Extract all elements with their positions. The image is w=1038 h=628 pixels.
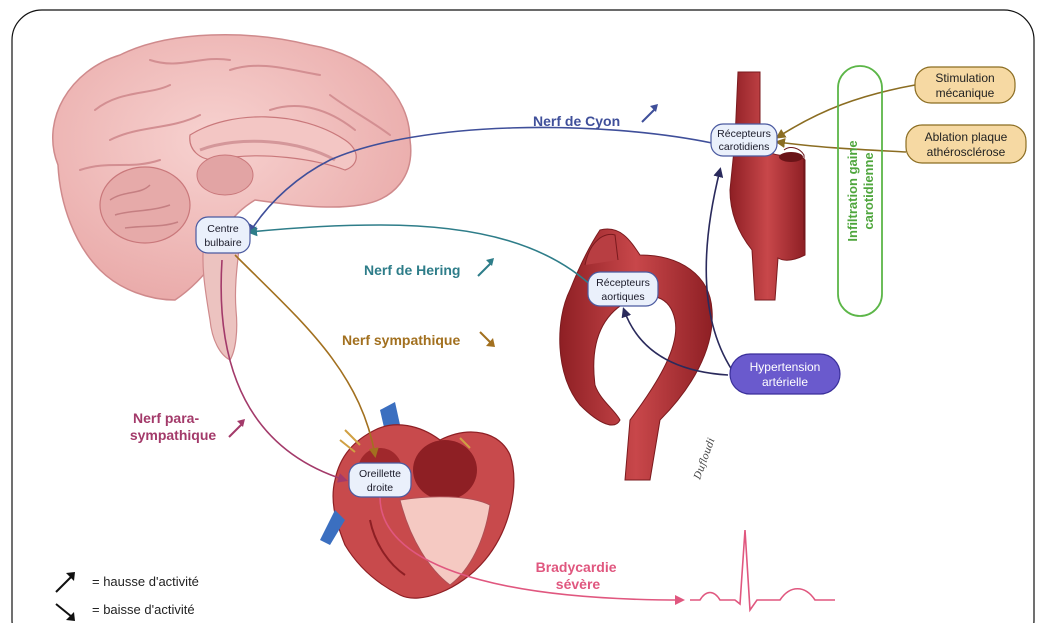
bradycardie-line2: sévère (556, 576, 601, 592)
parasympathique-up-arrow-icon (229, 419, 245, 437)
legend: = hausse d'activité = baisse d'activité (56, 572, 199, 621)
ablation-line2: athérosclérose (927, 145, 1006, 159)
nerf-sympathique-path (235, 255, 375, 455)
recepteurs-aortiques-line1: Récepteurs (596, 277, 650, 289)
brain-illustration (53, 35, 411, 360)
nerf-parasympathique-path (221, 260, 345, 480)
recepteurs-aortiques-node: Récepteurs aortiques (588, 272, 658, 306)
legend-down-label: = baisse d'activité (92, 602, 195, 617)
stimulation-path (778, 85, 915, 137)
signature: Dufloudi (692, 437, 717, 482)
infiltration-line2: carotidienne (861, 152, 876, 229)
nerf-cyon-label: Nerf de Cyon (533, 113, 620, 129)
oreillette-droite-line2: droite (367, 482, 393, 494)
hypertension-line2: artérielle (762, 375, 808, 389)
recepteurs-carotidiens-line2: carotidiens (719, 141, 770, 153)
hering-up-arrow-icon (478, 258, 494, 276)
recepteurs-carotidiens-line1: Récepteurs (717, 128, 771, 140)
hypertension-line1: Hypertension (750, 360, 821, 374)
cyon-up-arrow-icon (642, 104, 658, 122)
centre-bulbaire-node: Centre bulbaire (196, 217, 250, 253)
nerf-sympathique-label: Nerf sympathique (342, 332, 460, 348)
ablation-line1: Ablation plaque (925, 130, 1008, 144)
oreillette-droite-node: Oreillette droite (349, 463, 411, 497)
stimulation-line1: Stimulation (935, 71, 994, 85)
centre-bulbaire-line1: Centre (207, 223, 239, 235)
sympathique-down-arrow-icon (480, 332, 495, 347)
heart-illustration (320, 402, 514, 598)
legend-up-label: = hausse d'activité (92, 574, 199, 589)
legend-down-arrow-icon (56, 604, 75, 621)
oreillette-droite-line1: Oreillette (359, 468, 401, 480)
recepteurs-aortiques-line2: aortiques (601, 291, 644, 303)
nerf-hering-label: Nerf de Hering (364, 262, 460, 278)
legend-up-arrow-icon (56, 572, 75, 592)
nerf-hering-path (250, 225, 596, 290)
carotid-artery-illustration (730, 72, 805, 300)
centre-bulbaire-line2: bulbaire (204, 237, 242, 249)
ablation-path (778, 142, 906, 152)
svg-text:Infiltration gainecarotidienne: Infiltration gainecarotidienne (845, 140, 876, 241)
hta-to-carotid-path (706, 170, 732, 370)
aorta-illustration (560, 229, 712, 480)
infiltration-line1: Infiltration gaine (845, 140, 860, 241)
stimulation-line2: mécanique (936, 86, 995, 100)
nerf-parasympathique-line2: sympathique (130, 427, 217, 443)
bradycardie-label: Bradycardie sévère (536, 559, 621, 592)
bradycardie-line1: Bradycardie (536, 559, 617, 575)
ecg-trace (690, 530, 835, 610)
nerf-parasympathique-line1: Nerf para- (133, 410, 199, 426)
nerf-parasympathique-label: Nerf para- sympathique (130, 410, 217, 443)
